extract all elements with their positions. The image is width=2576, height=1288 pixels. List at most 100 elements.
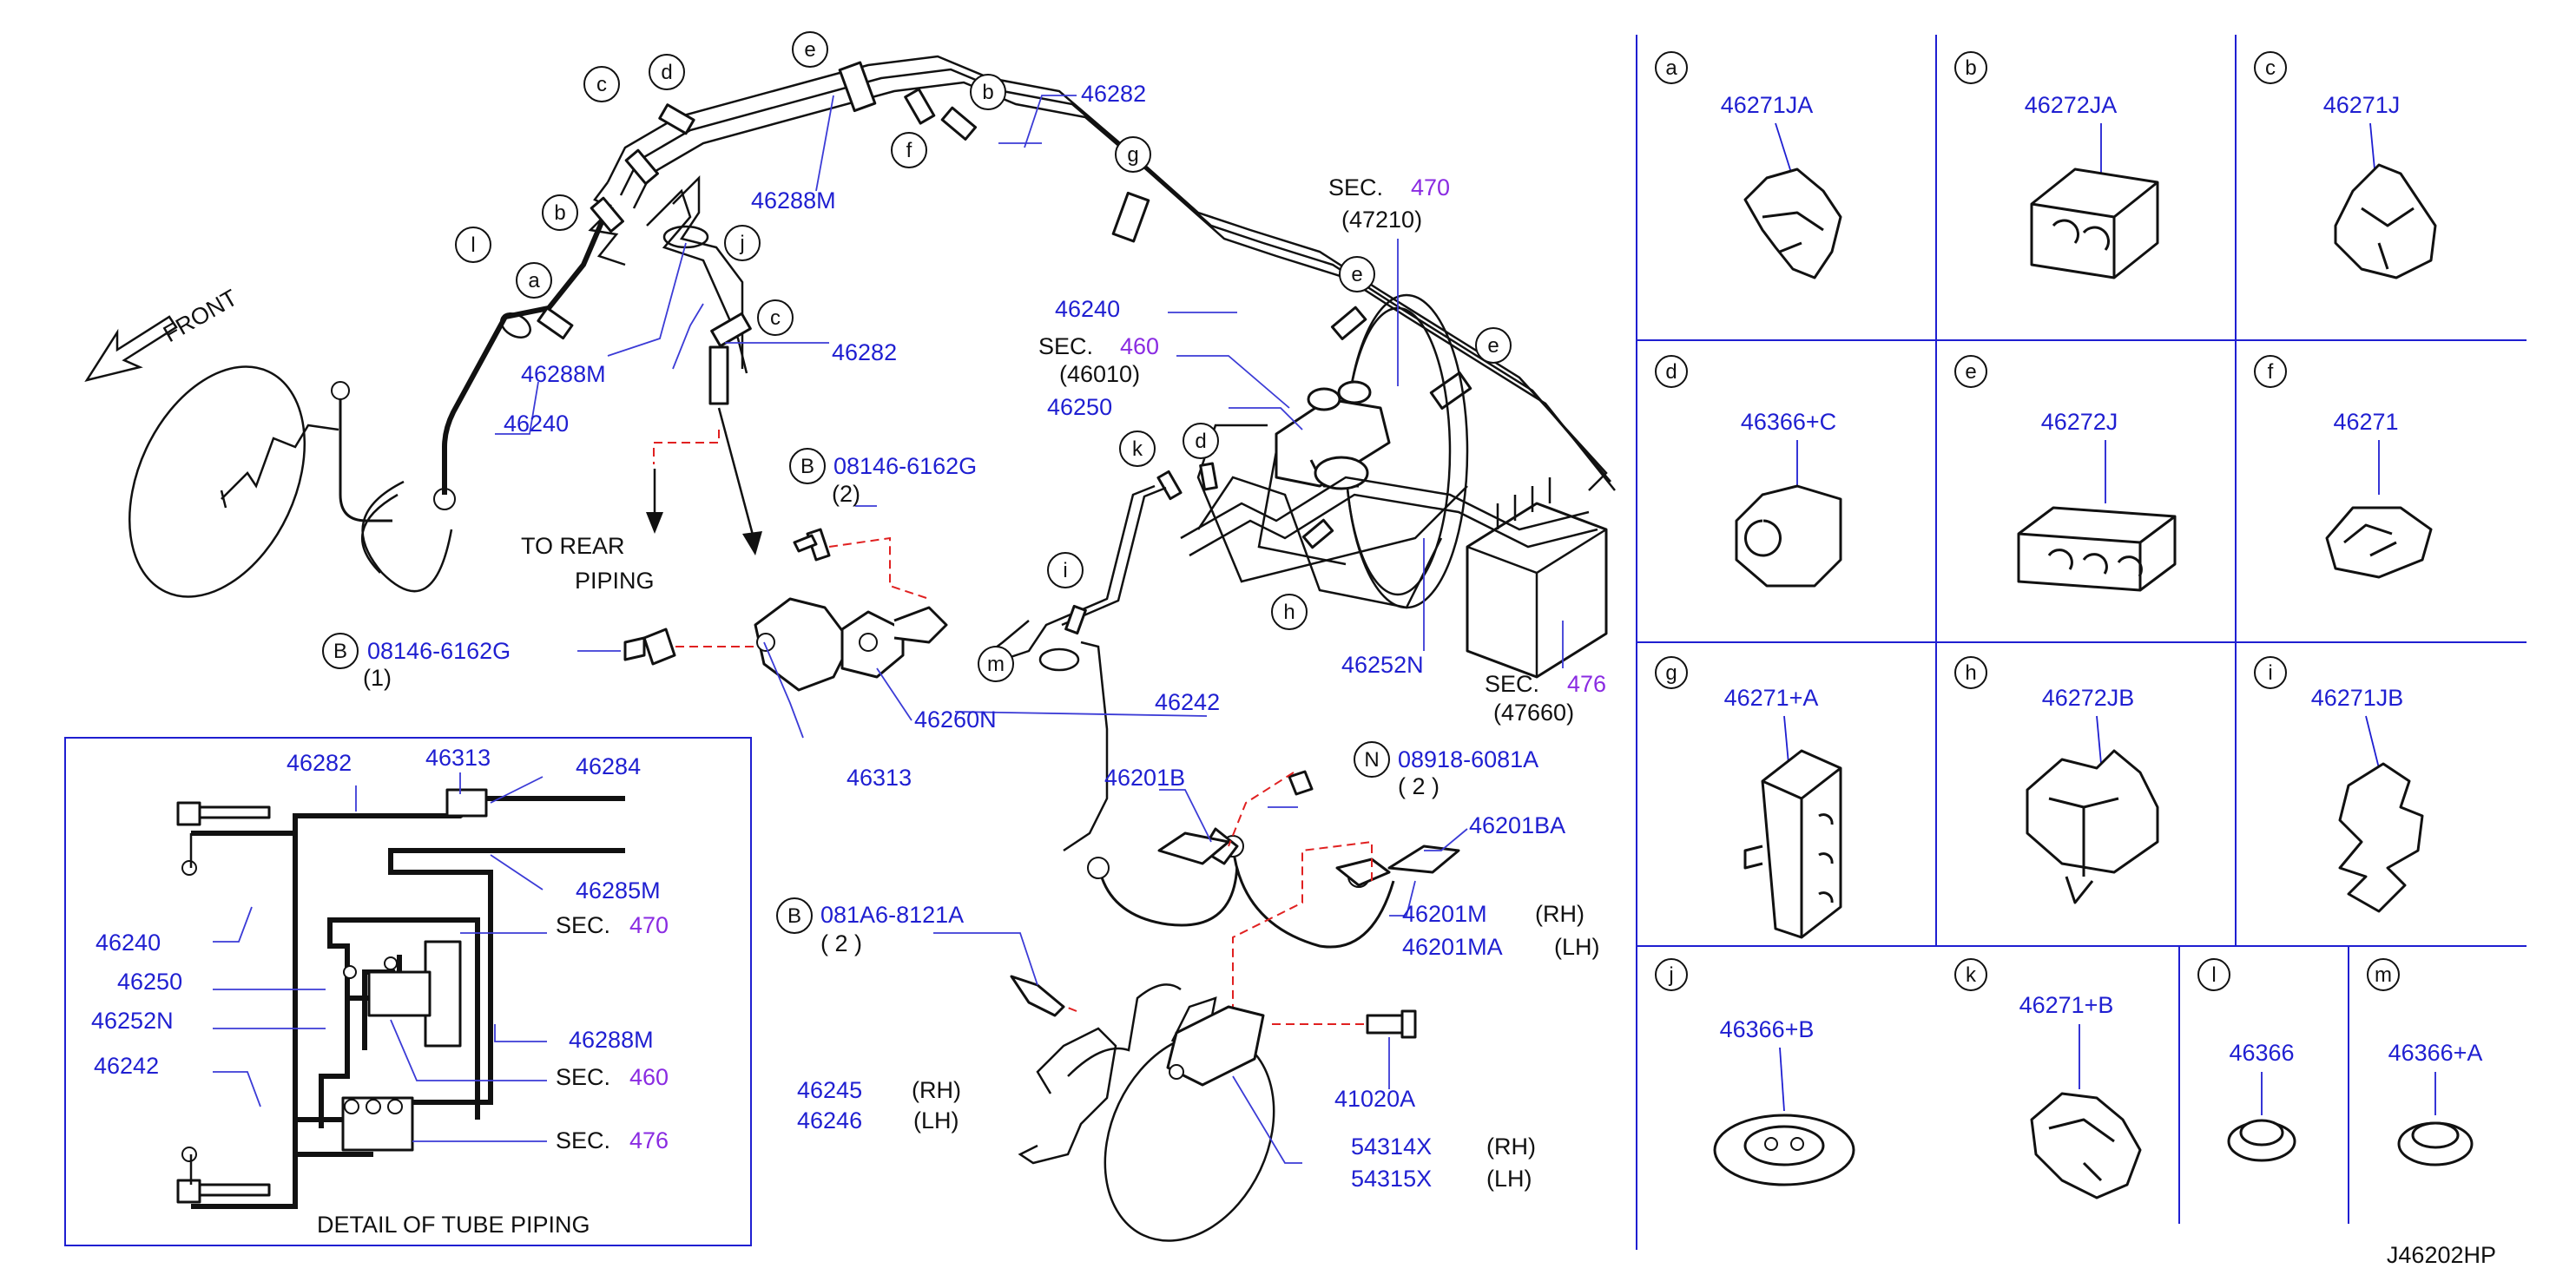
svg-text:(47660): (47660) <box>1493 700 1574 726</box>
svg-text:08146-6162G: 08146-6162G <box>367 638 511 664</box>
part-number: 46366+C <box>1741 409 1836 435</box>
svg-text:46288M: 46288M <box>751 187 836 214</box>
svg-text:46201MA: 46201MA <box>1402 934 1503 960</box>
clip-cell-f: f 46271 <box>2254 355 2433 579</box>
grommet-46366B-icon <box>1713 1114 1855 1186</box>
svg-text:46201M: 46201M <box>1402 901 1487 927</box>
svg-text:470: 470 <box>1411 174 1450 200</box>
svg-text:46285M: 46285M <box>576 877 661 904</box>
svg-text:f: f <box>2268 360 2274 384</box>
svg-text:B: B <box>800 455 814 478</box>
svg-text:N: N <box>1364 748 1379 772</box>
svg-text:46242: 46242 <box>1155 689 1220 715</box>
master-cylinder-booster <box>1156 293 1608 679</box>
svg-text:46250: 46250 <box>117 969 182 995</box>
svg-text:46240: 46240 <box>96 930 161 956</box>
svg-text:(46010): (46010) <box>1059 361 1140 387</box>
svg-text:(RH): (RH) <box>1535 901 1584 927</box>
svg-text:46288M: 46288M <box>569 1027 654 1053</box>
svg-text:d: d <box>1665 360 1677 384</box>
svg-text:d: d <box>661 61 672 84</box>
svg-text:m: m <box>987 653 1005 676</box>
svg-text:46201B: 46201B <box>1104 765 1185 791</box>
svg-text:46240: 46240 <box>1055 296 1120 322</box>
svg-text:c: c <box>596 73 607 96</box>
svg-text:m: m <box>2375 963 2392 987</box>
clip-cell-e: e 46272J <box>1954 355 2177 592</box>
main-leader-lines <box>495 95 1564 1164</box>
svg-text:(1): (1) <box>363 665 392 691</box>
part-number: 46271JB <box>2311 685 2404 711</box>
svg-text:460: 460 <box>1120 333 1159 359</box>
svg-text:54314X: 54314X <box>1351 1134 1432 1160</box>
clip-parts-grid <box>1636 35 2527 1250</box>
svg-text:B: B <box>333 640 347 663</box>
part-number: 46271+A <box>1724 685 1819 711</box>
clip-cell-b: b 46272JA <box>1954 51 2159 279</box>
svg-text:54315X: 54315X <box>1351 1166 1432 1192</box>
svg-text:41020A: 41020A <box>1334 1086 1415 1112</box>
svg-text:h: h <box>1965 661 1976 685</box>
svg-text:k: k <box>1966 963 1977 987</box>
svg-text:e: e <box>1965 360 1976 384</box>
svg-text:l: l <box>2211 963 2216 987</box>
svg-text:a: a <box>528 269 540 292</box>
svg-text:( 2 ): ( 2 ) <box>820 930 862 956</box>
svg-text:PIPING: PIPING <box>575 568 655 594</box>
svg-text:SEC.: SEC. <box>1038 333 1093 359</box>
front-arrow: FRONT <box>84 285 242 382</box>
letter-callouts: l a b c d e b f g j c e e k d h i m B B … <box>322 31 1512 934</box>
svg-text:46240: 46240 <box>504 411 569 437</box>
svg-text:k: k <box>1132 437 1143 461</box>
svg-text:g: g <box>1127 143 1138 167</box>
part-number: 46272J <box>2041 409 2118 435</box>
svg-text:c: c <box>770 306 781 330</box>
svg-text:476: 476 <box>629 1127 669 1153</box>
svg-text:b: b <box>554 201 565 225</box>
svg-text:TO REAR: TO REAR <box>521 533 625 559</box>
svg-text:(LH): (LH) <box>1486 1166 1532 1192</box>
svg-text:46260N: 46260N <box>914 706 997 733</box>
clip-46271B-icon <box>2030 1092 2142 1199</box>
svg-text:46282: 46282 <box>832 339 897 365</box>
svg-text:b: b <box>1965 56 1976 80</box>
clip-cell-i: i 46271JB <box>2254 656 2424 913</box>
svg-text:(LH): (LH) <box>913 1107 959 1134</box>
svg-text:46252N: 46252N <box>1341 652 1424 678</box>
svg-text:46288M: 46288M <box>521 361 606 387</box>
svg-text:46252N: 46252N <box>91 1008 174 1034</box>
part-number: 46272JA <box>2025 92 2118 118</box>
svg-text:46250: 46250 <box>1047 394 1112 420</box>
part-labels: 46282 46288M 46288M 46240 46282 46240 SE… <box>91 81 1606 1238</box>
svg-text:c: c <box>2265 56 2276 80</box>
svg-text:46246: 46246 <box>797 1107 862 1134</box>
svg-text:46313: 46313 <box>847 765 912 791</box>
clip-46272JB-icon <box>2026 749 2159 904</box>
svg-text:46201BA: 46201BA <box>1469 812 1565 838</box>
svg-text:d: d <box>1195 430 1206 453</box>
svg-text:B: B <box>787 904 801 928</box>
part-number: 46271J <box>2323 92 2401 118</box>
grommet-46366A-icon <box>2397 1121 2474 1166</box>
svg-text:SEC.: SEC. <box>556 912 610 938</box>
clip-cell-h: h 46272JB <box>1954 656 2159 904</box>
clip-cell-k: k 46271+B <box>1954 958 2142 1199</box>
svg-text:i: i <box>1063 559 1067 582</box>
svg-text:08918-6081A: 08918-6081A <box>1398 746 1538 772</box>
clip-cell-j: j 46366+B <box>1655 958 1855 1186</box>
clip-46272J-icon <box>2017 506 2177 592</box>
svg-text:a: a <box>1665 56 1677 80</box>
clip-46271J-icon <box>2334 163 2437 279</box>
clip-cell-l: l 46366 <box>2197 958 2296 1162</box>
svg-text:08146-6162G: 08146-6162G <box>833 453 977 479</box>
svg-text:( 2 ): ( 2 ) <box>1398 773 1440 799</box>
svg-text:SEC.: SEC. <box>1485 671 1539 697</box>
svg-text:SEC.: SEC. <box>1328 174 1383 200</box>
svg-text:l: l <box>471 233 475 257</box>
svg-text:e: e <box>1487 334 1499 358</box>
svg-text:f: f <box>906 139 912 162</box>
part-number: 46366 <box>2229 1040 2294 1066</box>
svg-text:(LH): (LH) <box>1554 934 1600 960</box>
svg-text:46313: 46313 <box>425 745 491 771</box>
